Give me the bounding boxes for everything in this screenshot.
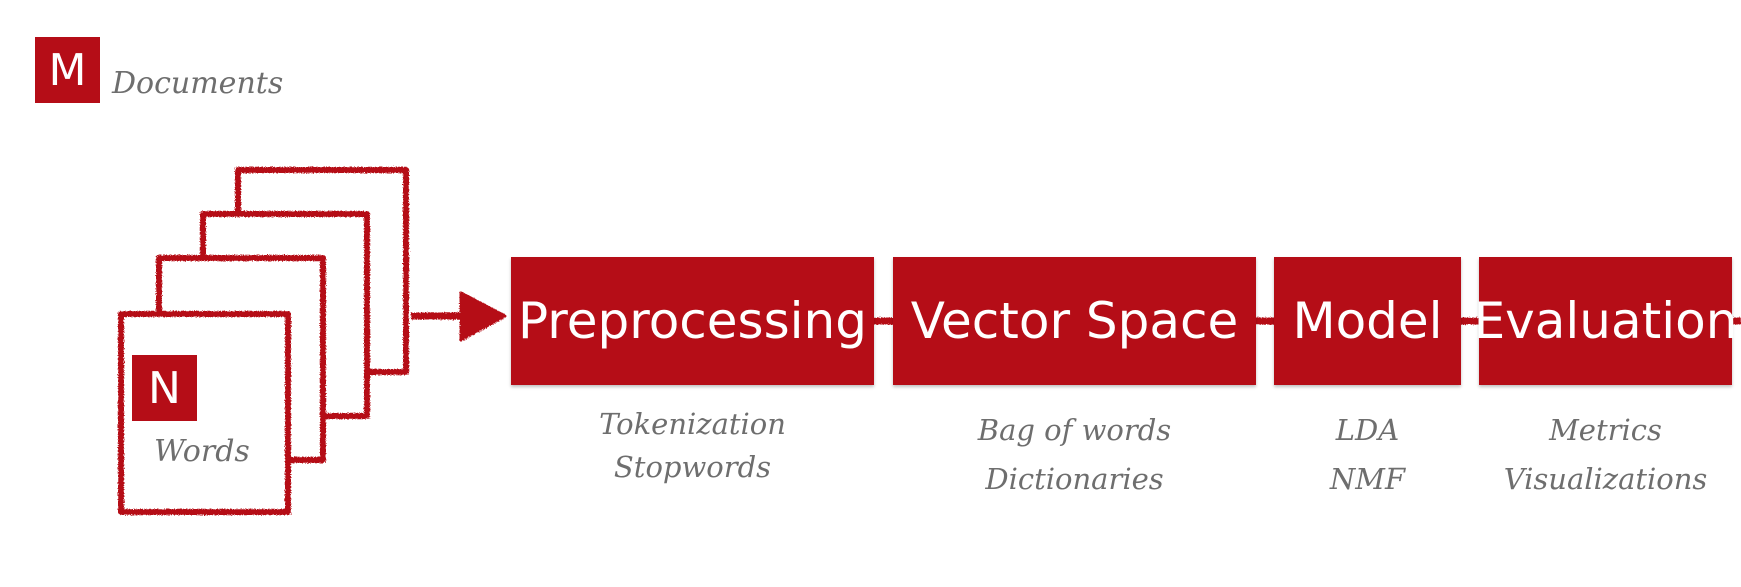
model-details: LDA NMF (1274, 413, 1461, 497)
stack-to-pipeline-arrowhead (459, 291, 507, 342)
vector-space-details: Bag of words Dictionaries (893, 413, 1256, 497)
detail-nmf: NMF (1329, 462, 1406, 497)
detail-stopwords: Stopwords (613, 450, 772, 485)
detail-visualizations: Visualizations (1503, 462, 1708, 497)
detail-lda: LDA (1335, 413, 1400, 447)
documents-count-badge: M (35, 37, 100, 103)
detail-dictionaries: Dictionaries (985, 462, 1164, 497)
detail-bag-of-words: Bag of words (977, 413, 1172, 447)
stage-evaluation: Evaluation (1474, 257, 1737, 385)
evaluation-details: Metrics Visualizations (1479, 413, 1732, 497)
words-count-badge: N (132, 355, 197, 421)
detail-tokenization: Tokenization (599, 407, 786, 441)
stage-vector-space: Vector Space (893, 257, 1256, 385)
preprocessing-details: Tokenization Stopwords (511, 407, 874, 485)
stage-model: Model (1274, 257, 1461, 385)
detail-metrics: Metrics (1549, 413, 1662, 447)
stage-preprocessing: Preprocessing (511, 257, 874, 385)
documents-label: Documents (112, 66, 284, 101)
words-label: Words (154, 434, 250, 469)
